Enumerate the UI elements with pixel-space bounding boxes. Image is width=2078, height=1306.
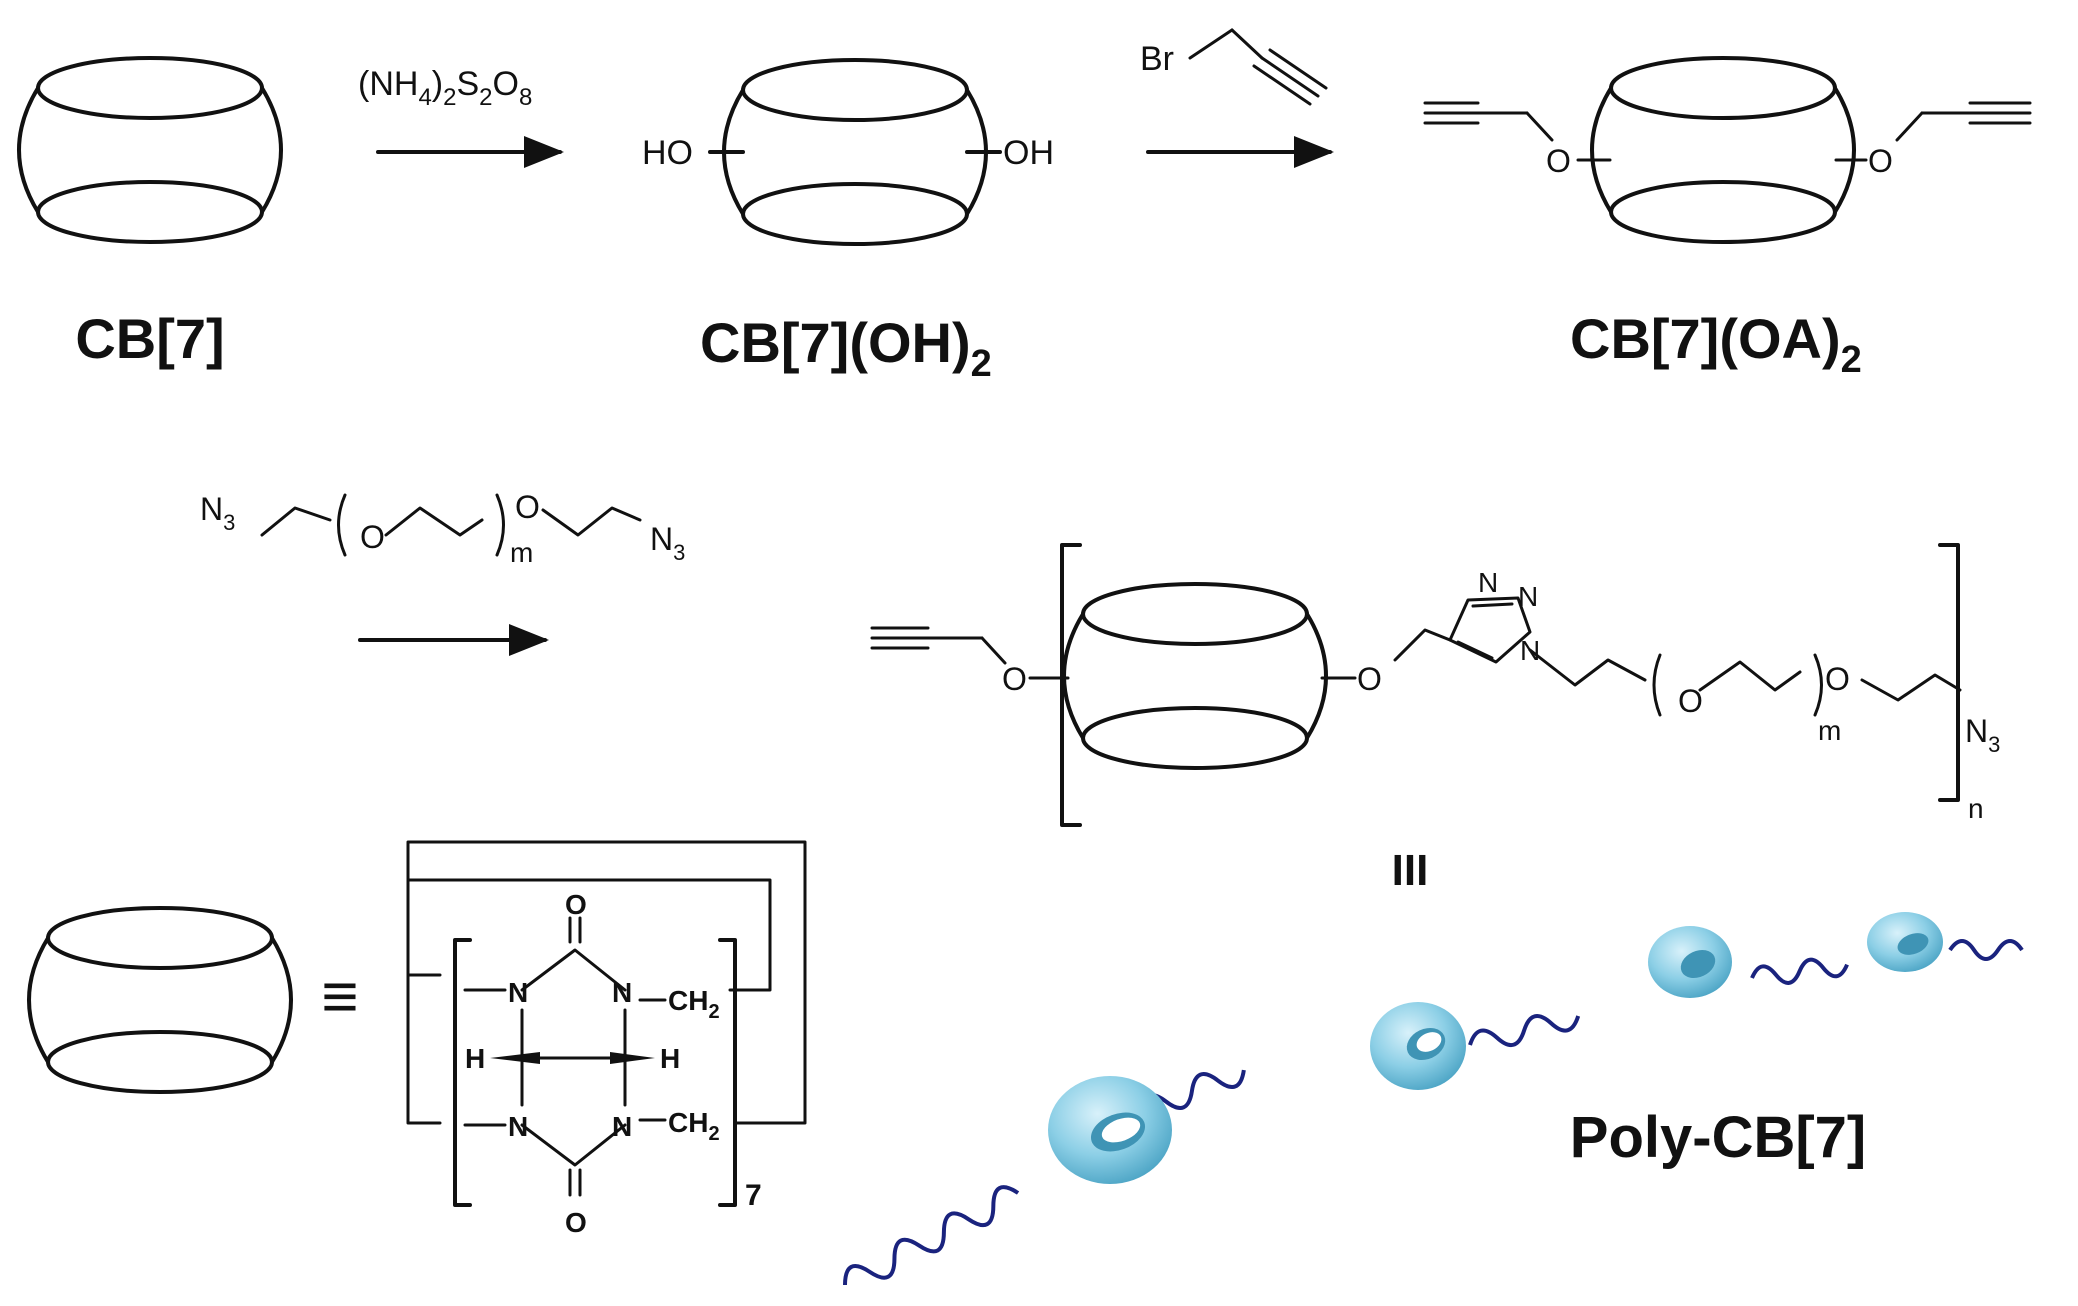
svg-text:m: m bbox=[510, 537, 533, 568]
glycoluril-bottom-oxygen: O bbox=[565, 1207, 587, 1238]
polymer-iii-structure bbox=[870, 543, 1962, 827]
triazole-n1: N bbox=[1520, 635, 1540, 666]
diazide-peg-reagent: N3 O m O N3 bbox=[200, 489, 685, 568]
bromide-reagent: Br bbox=[1140, 40, 1174, 78]
ho-group: HO bbox=[642, 134, 693, 172]
cb7-oh2-barrel-icon bbox=[722, 58, 988, 246]
polymer-peg-m: m bbox=[1818, 715, 1841, 746]
repeat-count-seven: 7 bbox=[745, 1179, 762, 1212]
repeat-unit-n: n bbox=[1968, 793, 1984, 824]
glycoluril-n-bottom-left: N bbox=[508, 1111, 528, 1142]
svg-text:N3: N3 bbox=[200, 491, 235, 535]
polymer-linker-oxygen: O bbox=[1357, 661, 1382, 697]
cb7-ring-icon-2 bbox=[1370, 1002, 1466, 1090]
glycoluril-h-right: H bbox=[660, 1043, 680, 1074]
right-propargyl-arm bbox=[1834, 101, 2032, 162]
cb7-oh2-label: CB[7](OH)2 bbox=[700, 311, 992, 385]
glycoluril-ch2-bottom: CH2 bbox=[668, 1107, 720, 1145]
polymer-chain-segment-5 bbox=[1948, 939, 2024, 961]
triazole-n-top-left: N bbox=[1478, 567, 1498, 598]
glycoluril-n-top-left: N bbox=[508, 977, 528, 1008]
glycoluril-top-oxygen: O bbox=[565, 889, 587, 920]
polymer-repeat-barrel-icon bbox=[1062, 582, 1328, 770]
polymer-azide-end: N3 bbox=[1965, 713, 2000, 757]
propargyl-bromide-structure bbox=[1188, 28, 1328, 106]
legend-barrel-icon bbox=[27, 906, 293, 1094]
left-ether-oxygen: O bbox=[1546, 143, 1571, 179]
glycoluril-h-left: H bbox=[465, 1043, 485, 1074]
polymer-chain-segment-3 bbox=[1468, 1014, 1581, 1047]
poly-cb7-label: Poly-CB[7] bbox=[1570, 1105, 1866, 1170]
cb7-ring-icon-4 bbox=[1867, 912, 1943, 972]
persulfate-reagent: (NH4)2S2O8 bbox=[358, 65, 532, 111]
cb7-ring-icon-1 bbox=[1048, 1076, 1172, 1184]
cb7-label: CB[7] bbox=[75, 307, 224, 370]
polymer-peg-oxygen-1: O bbox=[1678, 683, 1703, 719]
right-ether-oxygen: O bbox=[1868, 143, 1893, 179]
equivalence-symbol: ≡ bbox=[321, 960, 358, 1032]
svg-text:O: O bbox=[360, 519, 385, 555]
svg-text:N3: N3 bbox=[650, 521, 685, 565]
cb7-oa2-barrel-icon bbox=[1590, 56, 1856, 244]
polymer-chain-segment-1 bbox=[843, 1185, 1020, 1286]
glycoluril-ch2-top: CH2 bbox=[668, 985, 720, 1023]
polymer-iii-label: III bbox=[1392, 846, 1429, 895]
cb7-oa2-label: CB[7](OA)2 bbox=[1570, 307, 1862, 381]
cb7-ring-icon-3 bbox=[1648, 926, 1732, 998]
triazole-n-top-right: N bbox=[1518, 581, 1538, 612]
polymer-chain-segment-4 bbox=[1750, 957, 1849, 985]
polymer-alkyne-oxygen: O bbox=[1002, 661, 1027, 697]
cb7-barrel-icon bbox=[17, 56, 283, 244]
glycoluril-n-bottom-right: N bbox=[612, 1111, 632, 1142]
oh-group: OH bbox=[1003, 134, 1054, 172]
glycoluril-repeat-unit bbox=[406, 840, 807, 1207]
glycoluril-n-top-right: N bbox=[612, 977, 632, 1008]
polymer-peg-oxygen-2: O bbox=[1825, 661, 1850, 697]
left-propargyl-arm bbox=[1423, 101, 1612, 162]
svg-text:O: O bbox=[515, 489, 540, 525]
